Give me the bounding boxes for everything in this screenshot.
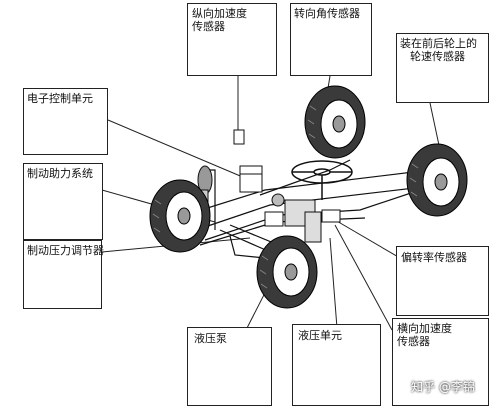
callout-brake-booster: 制动助力系统 xyxy=(23,163,103,240)
callout-longitudinal-accel: 纵向加速度 传感器 xyxy=(187,3,277,76)
ecu-on-chassis xyxy=(233,129,263,193)
label-brake-booster: 制动助力系统 xyxy=(27,167,93,180)
label-yaw-rate: 偏转率传感器 xyxy=(401,251,467,264)
label-longitudinal-accel-line2: 传感器 xyxy=(192,20,225,33)
watermark: 知乎 @李锦 xyxy=(411,380,475,394)
callout-hydraulic-pump: 液压泵 xyxy=(187,327,272,406)
label-pressure-regulator: 制动压力调节器 xyxy=(27,244,104,257)
label-hydraulic-pump: 液压泵 xyxy=(194,332,227,345)
wheel-rear-left xyxy=(256,235,318,309)
callout-wheel-speed: 装在前后轮上的 轮速传感器 xyxy=(396,33,489,103)
steering-wheel xyxy=(291,160,353,200)
label-wheel-speed-line1: 装在前后轮上的 xyxy=(400,37,477,50)
wheel-front-left xyxy=(149,179,211,253)
callout-steering-angle: 转向角传感器 xyxy=(290,3,372,76)
label-wheel-speed-line2: 轮速传感器 xyxy=(410,50,465,63)
wheel-front-right xyxy=(304,85,366,159)
callout-ecu: 电子控制单元 xyxy=(23,88,108,155)
callout-hydraulic-unit: 液压单元 xyxy=(292,324,381,406)
label-ecu: 电子控制单元 xyxy=(27,92,93,105)
wheel-rear-right xyxy=(406,143,468,217)
callout-yaw-rate: 偏转率传感器 xyxy=(396,246,489,316)
label-lateral-accel-line2: 传感器 xyxy=(397,335,430,348)
label-hydraulic-unit: 液压单元 xyxy=(298,329,342,342)
hydraulic-block-on-chassis xyxy=(264,193,341,243)
label-longitudinal-accel-line1: 纵向加速度 xyxy=(192,7,247,20)
callout-lateral-accel: 横向加速度 传感器 xyxy=(392,318,489,406)
callout-pressure-regulator: 制动压力调节器 xyxy=(23,240,104,309)
label-steering-angle: 转向角传感器 xyxy=(294,7,360,20)
label-lateral-accel-line1: 横向加速度 xyxy=(397,322,452,335)
